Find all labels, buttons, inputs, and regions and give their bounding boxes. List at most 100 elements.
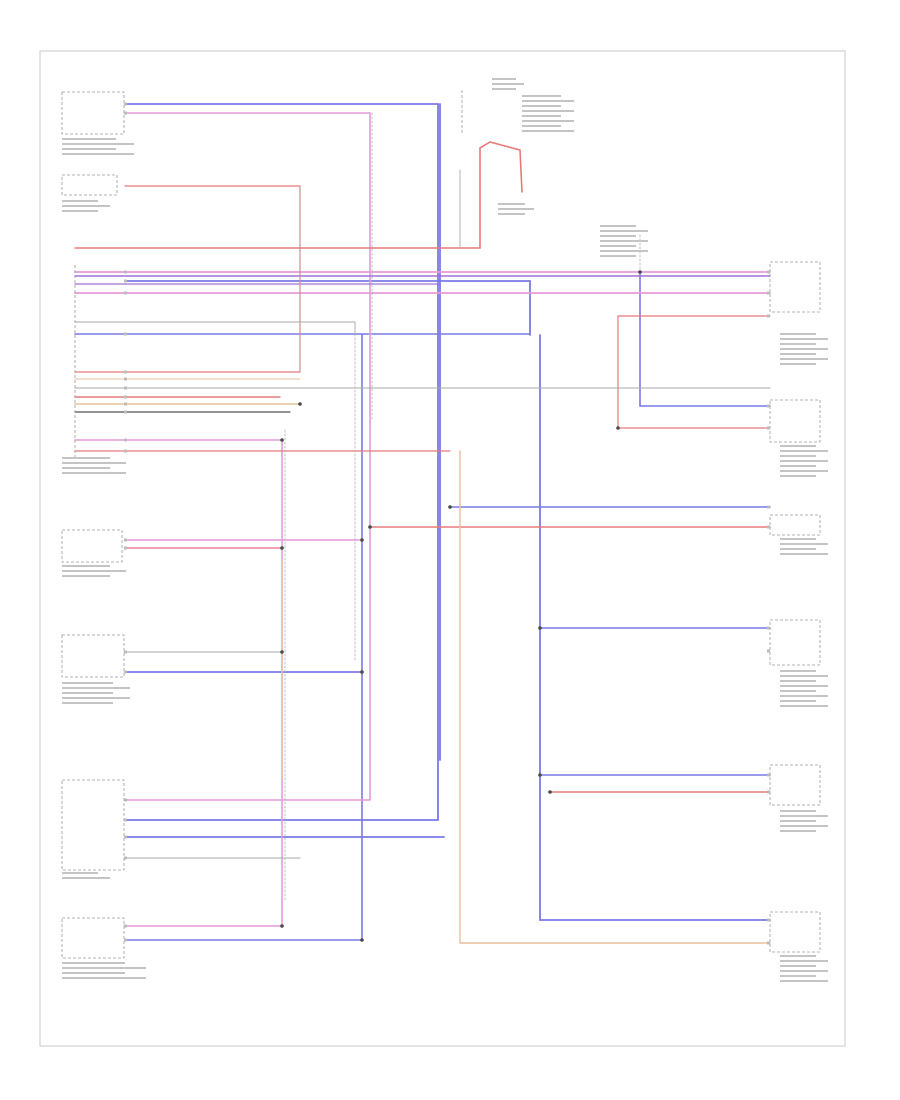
label-text-block xyxy=(62,692,113,694)
terminal-pin xyxy=(124,332,127,336)
label-text-block xyxy=(780,680,816,682)
terminal-pin xyxy=(124,798,127,802)
label-text-block xyxy=(780,460,828,462)
label-text-block xyxy=(600,255,636,257)
terminal-pin xyxy=(767,404,770,408)
label-text-block xyxy=(780,810,816,812)
label-text-block xyxy=(780,445,816,447)
terminal-pin xyxy=(124,818,127,822)
label-text-block xyxy=(62,687,130,689)
splice-dot xyxy=(298,402,302,406)
terminal-pin xyxy=(767,790,770,794)
terminal-pin xyxy=(124,650,127,654)
splice-dot xyxy=(616,426,620,430)
splice-dot xyxy=(448,505,452,509)
terminal-pin xyxy=(124,546,127,550)
label-text-block xyxy=(62,682,113,684)
wires xyxy=(74,103,771,944)
component-connector-12 xyxy=(769,911,821,953)
label-text-block xyxy=(600,245,636,247)
label-text-block xyxy=(62,205,110,207)
splice-dot xyxy=(280,546,284,550)
component-connector-2 xyxy=(61,174,118,196)
label-text-block xyxy=(62,872,98,874)
component-connector-7 xyxy=(769,261,821,313)
terminal-pin xyxy=(124,856,127,860)
label-text-block xyxy=(62,462,126,464)
label-text-block xyxy=(600,240,648,242)
label-text-block xyxy=(780,548,816,550)
label-text-block xyxy=(780,553,828,555)
label-text-block xyxy=(522,105,561,107)
label-text-block xyxy=(780,450,828,452)
terminal-pin xyxy=(124,835,127,839)
label-text-block xyxy=(780,538,816,540)
wire-blue-11 xyxy=(639,271,771,407)
label-text-block xyxy=(780,705,828,707)
label-text-block xyxy=(780,338,828,340)
label-text-block xyxy=(780,960,828,962)
terminal-pin xyxy=(124,670,127,674)
terminal-pin xyxy=(124,924,127,928)
wire-red-2 xyxy=(74,185,301,373)
splice-dot xyxy=(638,270,642,274)
component-connector-11 xyxy=(769,764,821,806)
label-text-block xyxy=(780,975,816,977)
label-text-block xyxy=(780,455,816,457)
wire-orange-2 xyxy=(459,450,771,944)
terminal-pin xyxy=(124,377,127,381)
label-text-block xyxy=(780,363,816,365)
label-text-block xyxy=(780,970,828,972)
terminal-pin xyxy=(124,291,127,295)
label-text-block xyxy=(780,685,828,687)
label-text-block xyxy=(522,95,561,97)
label-text-block xyxy=(62,575,110,577)
component-connector-4 xyxy=(61,634,125,678)
terminal-pin xyxy=(124,370,127,374)
wire-blue-trunk-3 xyxy=(539,334,771,921)
terminal-pin xyxy=(767,291,770,295)
label-text-block xyxy=(62,697,130,699)
splice-dot xyxy=(538,773,542,777)
splice-dot xyxy=(538,626,542,630)
splice-dot xyxy=(368,525,372,529)
label-text-block xyxy=(498,208,534,210)
label-text-block xyxy=(62,200,98,202)
label-text-block xyxy=(62,570,126,572)
splice-dot xyxy=(360,670,364,674)
splice-dot xyxy=(360,538,364,542)
label-text-block xyxy=(62,138,116,140)
component-connector-5 xyxy=(61,779,125,871)
terminal-pin xyxy=(124,449,127,453)
label-text-block xyxy=(780,670,816,672)
label-text-block xyxy=(522,120,574,122)
terminal-pin xyxy=(124,938,127,942)
terminal-pin xyxy=(767,649,770,653)
label-text-block xyxy=(522,125,561,127)
terminal-pin xyxy=(124,538,127,542)
label-text-block xyxy=(780,465,816,467)
label-text-block xyxy=(62,472,126,474)
label-text-block xyxy=(62,153,134,155)
label-text-block xyxy=(62,467,110,469)
label-text-block xyxy=(600,225,636,227)
label-text-block xyxy=(62,702,113,704)
label-text-block xyxy=(62,457,110,459)
label-text-block xyxy=(600,250,648,252)
label-text-block xyxy=(780,695,828,697)
splice-dot xyxy=(360,938,364,942)
label-text-block xyxy=(780,543,828,545)
terminal-pin xyxy=(767,505,770,509)
splice-dot xyxy=(548,790,552,794)
label-text-block xyxy=(780,690,816,692)
label-text-block xyxy=(498,213,525,215)
label-text-block xyxy=(780,353,816,355)
label-text-block xyxy=(62,977,146,979)
label-text-block xyxy=(522,100,574,102)
label-text-block xyxy=(62,148,116,150)
label-text-block xyxy=(780,955,816,957)
terminal-pin xyxy=(767,525,770,529)
terminal-pin xyxy=(124,395,127,399)
terminal-pin xyxy=(124,102,127,106)
